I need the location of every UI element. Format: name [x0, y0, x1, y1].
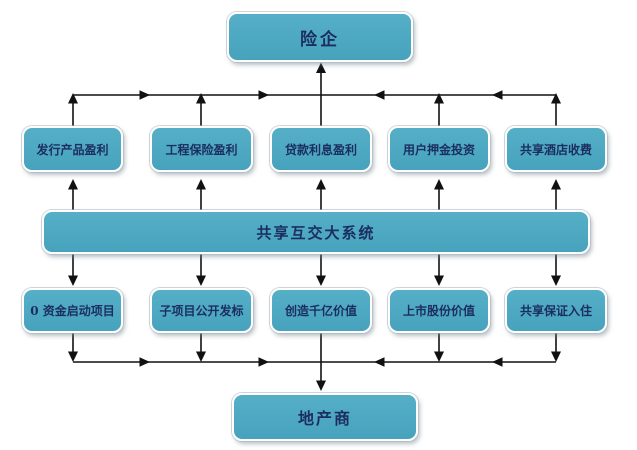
- bottom-bus-flow-left-2: [492, 357, 503, 367]
- arrow-system-to-profit5: [551, 179, 561, 210]
- node-property-developer: 地产商: [232, 393, 418, 441]
- arrow-system-to-value5: [551, 253, 561, 286]
- arrow-system-to-profit4: [434, 179, 444, 210]
- arrow-profit5-to-bus: [551, 93, 561, 126]
- arrow-value3-to-developer: [316, 333, 326, 391]
- node-listed-share-value: 上市股份价值: [388, 288, 490, 333]
- arrow-system-to-profit3: [316, 179, 326, 210]
- arrow-value2-to-bus: [196, 333, 206, 362]
- arrow-value4-to-bus: [434, 333, 444, 362]
- node-zero-capital-project: 0 资金启动项目: [22, 288, 123, 333]
- bottom-bus-flow-left-1: [374, 357, 385, 367]
- arrow-system-to-value4: [434, 253, 444, 286]
- node-create-hundred-billion-value: 创造千亿价值: [270, 288, 372, 333]
- arrow-profit3-to-insurer: [316, 62, 326, 126]
- arrow-system-to-value1: [68, 253, 78, 286]
- arrow-value5-to-bus: [551, 333, 561, 362]
- arrow-system-to-value2: [196, 253, 206, 286]
- node-profit-issue-products: 发行产品盈利: [22, 126, 123, 172]
- arrow-system-to-profit2: [196, 179, 206, 210]
- top-bus-flow-left-2: [492, 90, 503, 100]
- arrow-profit2-to-bus: [196, 93, 206, 126]
- node-sharing-interaction-system: 共享互交大系统: [42, 210, 590, 254]
- top-bus-flow-right-1: [139, 90, 150, 100]
- node-shared-guaranteed-stay: 共享保证入住: [505, 288, 607, 333]
- top-bus-flow-left-1: [374, 90, 385, 100]
- node-subproject-open-bidding: 子项目公开发标: [150, 288, 253, 333]
- node-profit-user-deposit: 用户押金投资: [388, 126, 490, 172]
- top-bus-flow-right-2: [258, 90, 269, 100]
- arrow-profit1-to-bus: [68, 93, 78, 126]
- arrow-profit4-to-bus: [434, 93, 444, 126]
- node-insurer: 险企: [227, 12, 413, 62]
- arrow-system-to-profit1: [68, 179, 78, 210]
- bottom-bus-flow-right-2: [258, 357, 269, 367]
- arrow-system-to-value3: [316, 253, 326, 286]
- node-profit-hotel-fees: 共享酒店收费: [505, 126, 607, 172]
- arrow-value1-to-bus: [68, 333, 78, 362]
- node-profit-loan-interest: 贷款利息盈利: [270, 126, 372, 172]
- bottom-bus-flow-right-1: [139, 357, 150, 367]
- node-profit-engineering-insurance: 工程保险盈利: [150, 126, 253, 172]
